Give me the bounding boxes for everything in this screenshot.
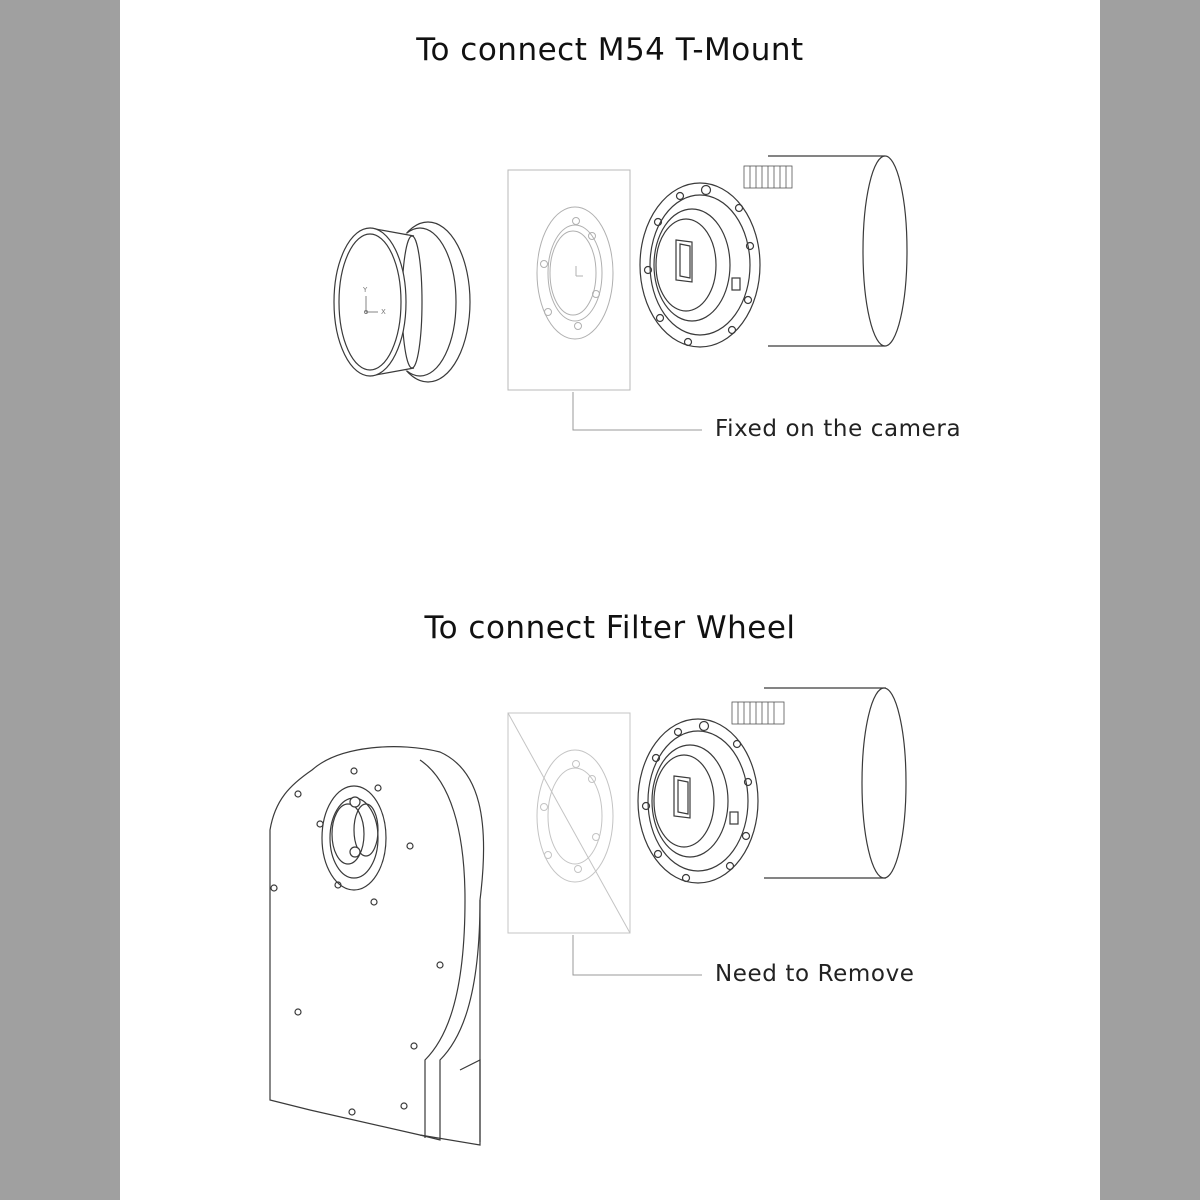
axis-marker-icon xyxy=(364,296,378,314)
left-gray-bar xyxy=(0,0,120,1200)
filter-wheel xyxy=(269,746,485,1146)
callout-fixed-on-camera: Fixed on the camera xyxy=(715,416,962,442)
callout-leader-bottom xyxy=(572,935,702,976)
right-gray-bar xyxy=(1100,0,1200,1200)
axis-y-label: Y xyxy=(362,286,368,294)
callout-need-to-remove: Need to Remove xyxy=(715,961,915,987)
t-mount-adapter: Y X xyxy=(333,221,471,383)
axis-x-label: X xyxy=(381,308,386,316)
section-title-filter-wheel: To connect Filter Wheel xyxy=(424,610,796,646)
removed-adapter-box xyxy=(507,712,631,934)
adapter-ring-box xyxy=(507,169,631,391)
callout-leader-top xyxy=(572,392,702,431)
content-panel: To connect M54 T-Mount To connect Filter… xyxy=(120,0,1100,1200)
section-title-t-mount: To connect M54 T-Mount xyxy=(416,32,804,68)
assembly-diagram: Y X xyxy=(269,155,908,1146)
camera-body-bottom xyxy=(637,687,907,884)
camera-body xyxy=(639,155,908,348)
